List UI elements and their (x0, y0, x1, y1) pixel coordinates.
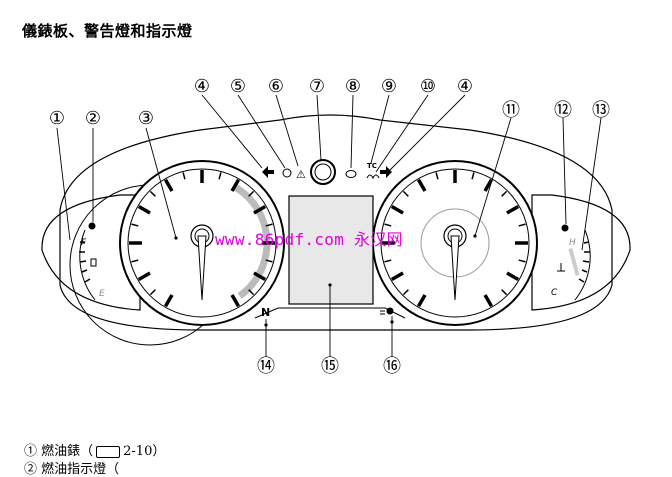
dial-tick (253, 204, 267, 215)
fuel-empty-label: E (99, 289, 105, 299)
callout-marker: ⑦ (309, 76, 325, 97)
dial-tick (435, 172, 439, 180)
engine-trouble-icon (345, 170, 357, 178)
dial-tick (248, 190, 255, 197)
dial-tick (501, 190, 508, 197)
speedometer (119, 160, 285, 326)
callout-leader-lines (56, 94, 602, 357)
dial-tick (137, 204, 151, 215)
dial-tick (518, 259, 526, 263)
callout-anchor-dots (174, 234, 477, 327)
dial-tick (182, 172, 186, 180)
callout-marker: ⑤ (230, 76, 246, 97)
abs-warning-icon (282, 168, 292, 178)
dial-tick (501, 289, 508, 296)
callout-marker: ⑬ (592, 100, 610, 121)
dial-tick (483, 178, 494, 192)
dial-tick (471, 172, 475, 180)
lcd-bezel (254, 307, 406, 319)
callout-marker: ③ (138, 108, 154, 129)
caption-item-1-text: ① 燃油錶（ (24, 444, 94, 459)
dial-tick (163, 294, 174, 308)
right-turn-signal-icon (380, 166, 392, 178)
callout-marker: ⑭ (257, 356, 275, 377)
watermark-text: www.86pdf.com 永汉网 (215, 230, 403, 249)
dial-tick (416, 294, 427, 308)
callout-marker: ④ (194, 76, 210, 97)
dial-tick (253, 271, 267, 282)
callout-marker: ⑩ (420, 76, 436, 97)
dial-tick (131, 223, 139, 227)
callout-marker: ① (49, 108, 65, 129)
coolant-warning-dot-icon (561, 224, 569, 232)
dial-tick (265, 259, 273, 263)
dial-tick (390, 271, 404, 282)
callout-marker: ② (85, 108, 101, 129)
tachometer-needle (450, 235, 460, 301)
dial-tick (506, 204, 520, 215)
dial-tick (149, 190, 156, 197)
caption-item-1-ref: 2-10） (123, 444, 166, 459)
dial-tick (483, 294, 494, 308)
coolant-temp-icon (557, 263, 565, 272)
callout-marker: ⑮ (321, 356, 339, 377)
temp-gauge-ticks (578, 241, 590, 283)
dial-tick (137, 271, 151, 282)
center-lcd-display (288, 195, 374, 305)
dial-tick (506, 271, 520, 282)
dial-tick (265, 223, 273, 227)
callout-marker: ⑪ (502, 100, 520, 121)
dial-tick (163, 178, 174, 192)
page-title: 儀錶板、警告燈和指示燈 (22, 22, 193, 40)
right-wing (531, 194, 631, 311)
fuel-gauge-ticks (79, 241, 91, 283)
page-reference-icon (96, 445, 121, 458)
dial-tick (518, 223, 526, 227)
temp-hot-label: H (569, 238, 576, 248)
cluster-housing (59, 114, 613, 331)
callout-marker: ④ (457, 76, 473, 97)
fuel-pump-icon (90, 258, 97, 267)
left-turn-signal-icon (262, 166, 274, 178)
callout-marker: ⑧ (345, 76, 361, 97)
temp-cold-label: C (551, 288, 558, 298)
dial-tick (402, 289, 409, 296)
dial-tick (248, 289, 255, 296)
caption-item-1: ① 燃油錶（ 2-10） (24, 440, 165, 459)
fuel-full-label: F (81, 238, 87, 248)
dial-tick (384, 223, 392, 227)
dial-tick (230, 178, 241, 192)
callout-marker: ⑥ (268, 76, 284, 97)
dial-tick (416, 178, 427, 192)
speedometer-ticks (129, 170, 275, 308)
fuel-warning-dot-icon (88, 222, 96, 230)
dial-tick (230, 294, 241, 308)
dial-tick (390, 204, 404, 215)
speedometer-needle (197, 235, 207, 301)
neutral-indicator-label: N (261, 306, 270, 319)
callout-marker: ⑯ (383, 356, 401, 377)
dial-tick (149, 289, 156, 296)
dial-tick (218, 172, 222, 180)
callout-marker: ⑨ (381, 76, 397, 97)
traction-control-icon (366, 174, 380, 180)
temperature-gauge (568, 229, 591, 301)
hazard-warning-icon: ⚠ (296, 168, 306, 181)
dial-tick (402, 190, 409, 197)
dial-tick (384, 259, 392, 263)
callout-marker: ⑫ (554, 100, 572, 121)
tachometer-ticks (382, 170, 528, 308)
high-beam-icon (380, 307, 394, 315)
dial-tick (131, 259, 139, 263)
traction-control-label: TC (367, 162, 377, 170)
caption-item-2: ② 燃油指示燈（ (24, 462, 120, 477)
